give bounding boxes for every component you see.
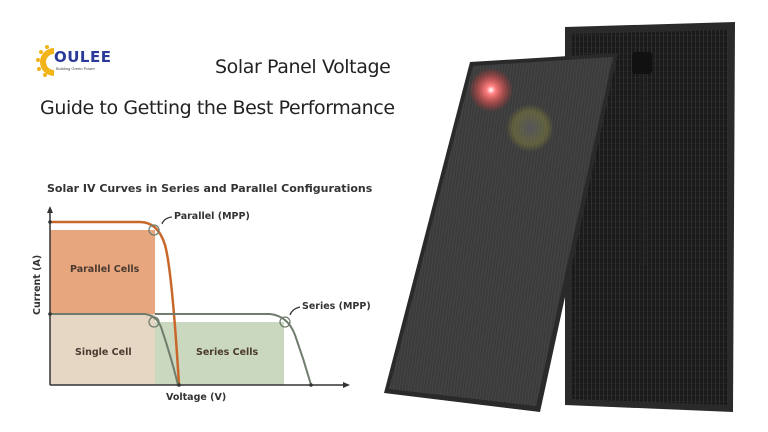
iv-curve-diagram: Solar IV Curves in Series and Parallel C… — [32, 182, 373, 403]
parallel-cells-label: Parallel Cells — [70, 264, 140, 275]
y-axis-arrow-icon — [47, 206, 53, 213]
parallel-mpp-annotation: Parallel (MPP) — [174, 211, 250, 222]
series-mpp-annotation: Series (MPP) — [302, 301, 371, 312]
logo-brand: OULEE — [54, 48, 112, 66]
x-axis-label: Voltage (V) — [166, 392, 226, 403]
single-cell-curve — [50, 313, 179, 386]
logo-tagline: Building Green Power — [56, 66, 95, 71]
single-mpp-marker — [148, 316, 160, 328]
parallel-mpp-marker — [148, 224, 160, 236]
y-axis-label: Current (A) — [32, 255, 43, 315]
junction-box — [632, 52, 652, 74]
series-cells-label: Series Cells — [196, 347, 259, 358]
single-cell-region — [50, 314, 155, 385]
front-panel-cells — [389, 57, 613, 406]
sun-icon — [36, 45, 54, 77]
series-mpp-marker — [279, 316, 291, 328]
coulee-logo: OULEE Building Green Power — [36, 44, 126, 78]
page-title-line1: Solar Panel Voltage — [215, 56, 391, 78]
parallel-cells-region — [50, 230, 155, 314]
back-panel-cells — [572, 30, 728, 405]
x-axis-arrow-icon — [343, 382, 350, 388]
diagram-title: Solar IV Curves in Series and Parallel C… — [47, 182, 373, 195]
single-cell-label: Single Cell — [75, 347, 132, 358]
lens-flare — [469, 68, 513, 112]
parallel-curve — [50, 220, 181, 386]
series-curve — [155, 313, 312, 386]
page-title-line2: Guide to Getting the Best Performance — [40, 97, 395, 119]
solar-panels-image — [384, 22, 735, 412]
